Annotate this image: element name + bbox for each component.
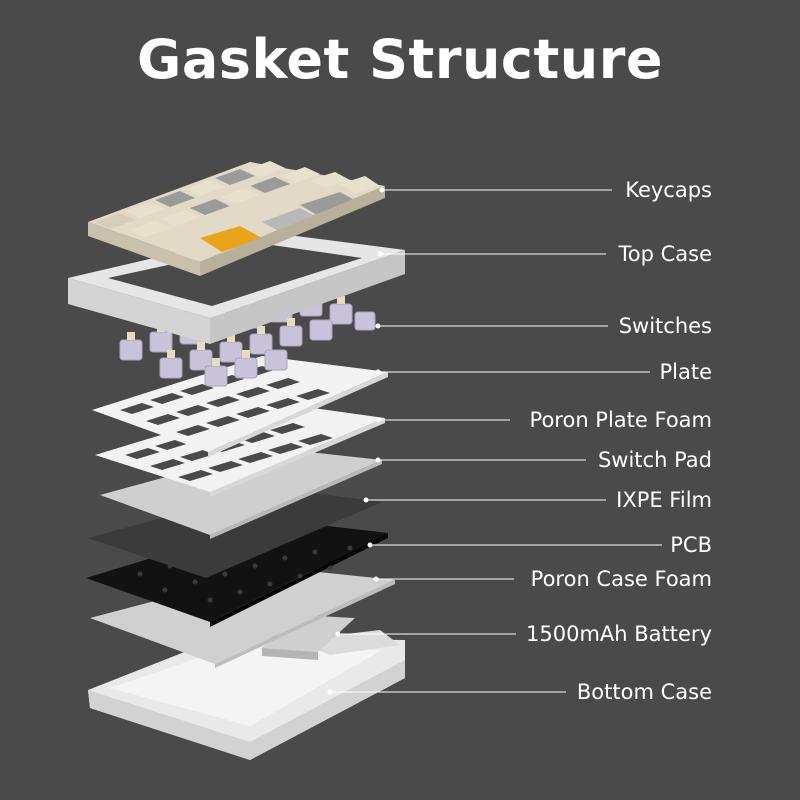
label-switch-pad: Switch Pad [597, 448, 712, 472]
leader-lines [327, 187, 662, 695]
switch-pad-part [100, 448, 382, 539]
label-top-case: Top Case [618, 242, 712, 266]
label-pcb: PCB [670, 533, 712, 557]
page-title: Gasket Structure [137, 28, 663, 91]
label-poron-case-foam: Poron Case Foam [530, 567, 712, 591]
label-switches: Switches [618, 314, 712, 338]
label-plate: Plate [659, 360, 712, 384]
label-bottom-case: Bottom Case [576, 680, 712, 704]
top-case-part [68, 232, 405, 344]
bottom-case-part [88, 630, 405, 760]
battery-part [262, 615, 355, 660]
poron-case-foam-part [90, 568, 395, 668]
label-ixpe-film: IXPE Film [616, 488, 712, 512]
label-keycaps: Keycaps [625, 178, 712, 202]
ixpe-film-part [88, 488, 382, 578]
keycaps-part [88, 161, 385, 276]
label-poron-plate-foam: Poron Plate Foam [529, 408, 712, 432]
label-battery: 1500mAh Battery [526, 622, 712, 646]
